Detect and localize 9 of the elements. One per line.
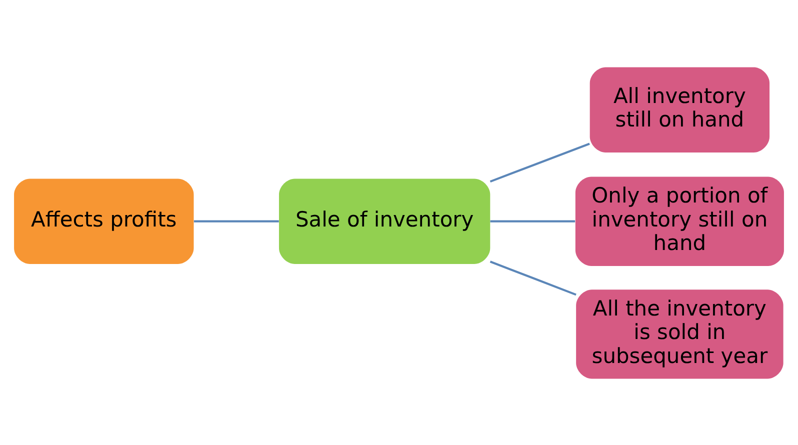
node-box: Sale of inventory [279,178,490,264]
connector [490,142,590,182]
connector [490,220,576,222]
node-box: All the inventory is sold in subsequent year [576,289,784,378]
node-box: Only a portion of inventory still on hand [575,176,784,266]
connector [194,220,279,222]
node-box: Affects profits [14,178,194,264]
node-box: All inventory still on hand [590,66,770,152]
connector [490,260,576,296]
